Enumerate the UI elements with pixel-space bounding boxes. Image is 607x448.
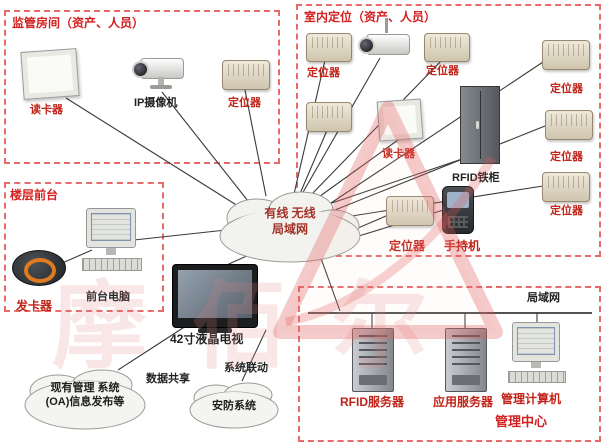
- connector-line: [298, 127, 329, 197]
- security-cloud-text: 安防系统: [212, 400, 256, 412]
- locator-device: [386, 196, 434, 226]
- card-reader-device: [20, 48, 80, 100]
- mgmt-box-title: 管理中心: [495, 414, 548, 429]
- locator-device: [306, 33, 352, 62]
- connector-line: [244, 89, 267, 197]
- oa-cloud-line2: (OA)信息发布等: [45, 396, 125, 409]
- room-box-title: 监管房间（资产、人员）: [12, 16, 145, 30]
- connector-line: [241, 329, 267, 382]
- management-computer-device: [508, 322, 566, 384]
- management-computer-label: 管理计算机: [501, 392, 562, 406]
- ceiling-camera-rod: [385, 18, 388, 33]
- lan-cloud-line1: 有线 无线: [264, 206, 316, 220]
- connector-line: [325, 157, 466, 206]
- lan-cloud-line2: 局域网: [271, 221, 308, 236]
- connector-line: [65, 97, 239, 207]
- desk-computer-label: 前台电脑: [86, 291, 130, 303]
- oa-systems-cloud: [24, 369, 146, 430]
- lcd-tv-device: [172, 264, 258, 333]
- connector-line: [133, 229, 227, 241]
- connector-line: [309, 59, 443, 197]
- indoor-box-title: 室内定位（资产、人员）: [304, 10, 437, 24]
- room-monitor-box: [4, 10, 280, 164]
- card-issuer-label: 发卡器: [16, 299, 53, 313]
- locator-label: 定位器: [307, 67, 340, 79]
- desk-computer-device: [80, 208, 144, 272]
- rfid-server-label: RFID服务器: [340, 395, 404, 409]
- monitor: [86, 208, 136, 248]
- connector-line: [315, 139, 399, 200]
- locator-label: 定位器: [550, 83, 583, 95]
- ip-camera-label: IP摄像机: [134, 97, 178, 109]
- locator-device: [542, 40, 590, 70]
- locator-device: [306, 102, 352, 132]
- monitor-stand: [531, 362, 541, 368]
- ip-camera-mount: [158, 77, 164, 86]
- locator-device: [545, 110, 593, 140]
- connector-line: [117, 325, 187, 371]
- locator-label: 定位器: [550, 151, 583, 163]
- tv-stand: [198, 328, 232, 333]
- lcd-tv-label: 42寸液晶电视: [170, 332, 244, 346]
- card-reader-label: 读卡器: [30, 104, 63, 116]
- app-server-label: 应用服务器: [433, 395, 494, 409]
- locator-device: [542, 172, 590, 202]
- oa-systems-cloud-text: 现有管理 系统 (OA)信息发布等: [24, 381, 146, 410]
- monitor: [512, 322, 560, 362]
- rfid-cabinet-label: RFID铁柜: [452, 172, 500, 184]
- keyboard: [82, 258, 142, 271]
- ceiling-camera-lens: [358, 37, 375, 54]
- rfid-cabinet-device: [460, 86, 500, 164]
- data-share-link-label: 数据共享: [146, 373, 190, 385]
- connector-line: [59, 249, 93, 265]
- handheld-device: [442, 186, 474, 234]
- card-reader-label: 读卡器: [382, 148, 415, 160]
- monitor-stand: [106, 248, 116, 255]
- security-system-cloud: [189, 382, 279, 429]
- lan-cloud: [219, 191, 361, 263]
- locator-label: 定位器: [389, 239, 426, 253]
- locator-label: 定位器: [228, 97, 261, 109]
- desk-box-title: 楼层前台: [10, 188, 59, 202]
- connector-line: [161, 91, 249, 202]
- card-issuer-device: [12, 250, 66, 286]
- oa-cloud-line1: 现有管理 系统: [50, 382, 120, 394]
- lan-cloud-text: 有线 无线 局域网: [220, 206, 360, 237]
- indoor-positioning-box: [296, 4, 601, 257]
- connector-line: [338, 185, 544, 219]
- ip-camera-device: [132, 54, 188, 92]
- app-server-device: [445, 328, 487, 392]
- locator-label: 定位器: [550, 205, 583, 217]
- connector-line: [317, 249, 341, 312]
- tv-screen: [178, 270, 252, 318]
- locator-device: [222, 60, 270, 90]
- connector-line: [330, 61, 544, 204]
- ip-camera-lens: [132, 61, 149, 78]
- keyboard: [508, 371, 566, 383]
- card-reader-device: [376, 98, 424, 142]
- floor-desk-box: [4, 182, 164, 312]
- handheld-label: 手持机: [444, 239, 481, 253]
- locator-device: [424, 33, 470, 62]
- system-link-label: 系统联动: [224, 362, 268, 374]
- ip-camera-base: [150, 85, 172, 89]
- locator-label: 定位器: [426, 65, 459, 77]
- rfid-server-device: [352, 328, 394, 392]
- connector-line: [334, 125, 546, 211]
- monitor-screen: [91, 213, 131, 241]
- management-center-box: [298, 286, 601, 442]
- ceiling-camera-device: [358, 18, 416, 70]
- lan-bus-label: 局域网: [527, 292, 560, 304]
- monitor-screen: [517, 327, 555, 355]
